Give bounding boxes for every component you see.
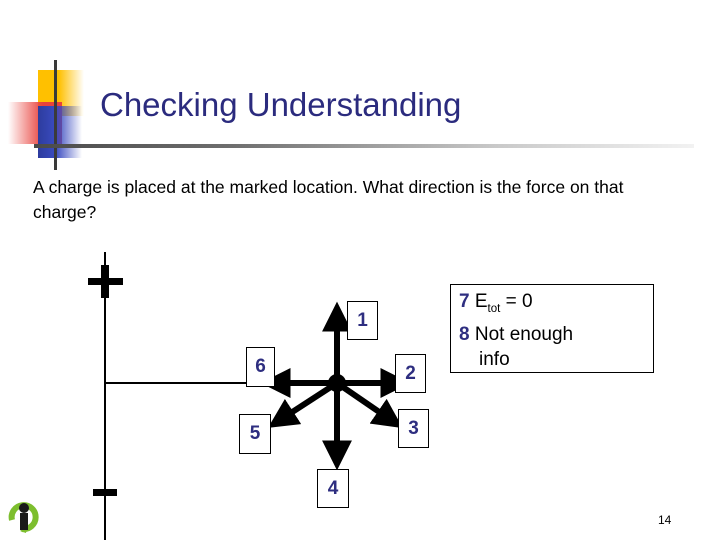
option-box-2[interactable]: 2: [395, 354, 426, 393]
answer-text-8: Not enough: [474, 323, 574, 345]
answer-number-8: 8: [459, 323, 470, 345]
minus-sign-icon: [93, 489, 117, 496]
answer-subscript-7: tot: [487, 302, 501, 315]
answer-option-7[interactable]: 7 Etot = 0: [459, 289, 653, 322]
option-box-3[interactable]: 3: [398, 409, 429, 448]
answer-tail-7: = 0: [500, 291, 533, 312]
title-divider: [34, 144, 694, 148]
blue-square-icon: [38, 106, 82, 158]
answers-box: 7 Etot = 0 8 Not enough info: [450, 284, 654, 373]
plus-sign-icon-stem: [101, 265, 109, 298]
decoration-vertical-rule: [54, 60, 57, 170]
page-title: Checking Understanding: [100, 86, 462, 123]
field-line: [105, 382, 310, 384]
answer-text-7: E: [474, 291, 488, 312]
recycle-info-logo-icon: [8, 502, 39, 533]
plate-line: [104, 252, 106, 540]
answer-number-7: 7: [459, 291, 470, 312]
arrow-down-right: [335, 380, 403, 429]
answer-option-8-continuation: info: [479, 348, 510, 370]
title-decoration: [0, 58, 130, 170]
charge-location-dot: [328, 374, 346, 392]
option-box-5[interactable]: 5: [239, 414, 271, 454]
answer-option-8[interactable]: 8 Not enough: [459, 322, 653, 347]
option-box-4[interactable]: 4: [317, 469, 349, 508]
arrow-down-left: [267, 380, 339, 428]
option-box-6[interactable]: 6: [246, 347, 275, 387]
page-number: 14: [658, 513, 672, 527]
question-text: A charge is placed at the marked locatio…: [33, 177, 624, 222]
option-box-1[interactable]: 1: [347, 301, 378, 340]
